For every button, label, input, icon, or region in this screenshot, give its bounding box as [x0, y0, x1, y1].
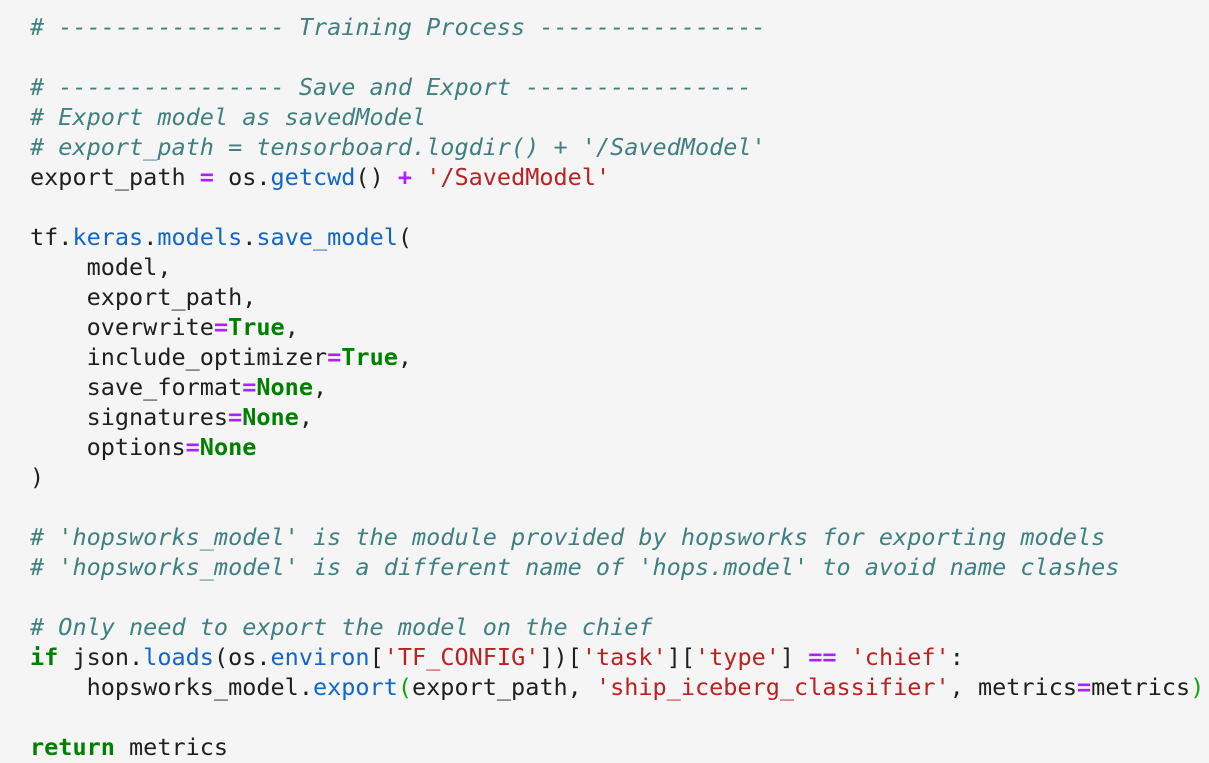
code-line — [30, 582, 1209, 612]
code-token-operator: = — [242, 373, 257, 401]
code-line — [30, 192, 1209, 222]
code-line: ) — [30, 462, 1209, 492]
code-line: save_format=None, — [30, 372, 1209, 402]
code-token-default: json. — [58, 643, 144, 671]
code-token-default: tf. — [30, 223, 73, 251]
code-token-operator: = — [1077, 673, 1092, 701]
code-token-default: ] — [779, 643, 809, 671]
code-token-default: overwrite — [30, 313, 214, 341]
code-token-default: , metrics — [949, 673, 1078, 701]
code-token-string: 'type' — [695, 643, 780, 671]
code-token-operator: = — [213, 313, 229, 341]
code-token-default — [837, 643, 851, 671]
code-token-default: ])[ — [539, 643, 582, 671]
code-token-comment: # Only need to export the model on the c… — [30, 613, 653, 641]
code-token-operator: = — [327, 343, 342, 371]
code-token-keyword: True — [228, 313, 285, 341]
code-token-default: save_format — [30, 373, 243, 401]
code-token-string: 'TF_CONFIG' — [383, 643, 540, 671]
code-token-default: include_optimizer — [30, 343, 328, 371]
code-token-default: export_path, — [30, 283, 257, 311]
code-line: if json.loads(os.environ['TF_CONFIG'])['… — [30, 642, 1209, 672]
code-token-default: signatures — [30, 403, 229, 431]
code-token-keyword: None — [242, 403, 299, 431]
code-token-default: () — [355, 163, 398, 191]
code-token-default: : — [949, 643, 964, 671]
code-line — [30, 702, 1209, 732]
code-token-comment: # ---------------- Save and Export -----… — [30, 73, 752, 101]
code-line: # Export model as savedModel — [30, 102, 1209, 132]
code-line — [30, 492, 1209, 522]
code-line: # ---------------- Save and Export -----… — [30, 72, 1209, 102]
code-token-string: 'ship_iceberg_classifier' — [595, 673, 950, 701]
code-token-default: ( — [397, 223, 413, 251]
code-line: model, — [30, 252, 1209, 282]
code-token-comment: # 'hopsworks_model' is a different name … — [30, 553, 1120, 581]
code-line: export_path, — [30, 282, 1209, 312]
code-token-default: ][ — [666, 643, 696, 671]
code-line: export_path = os.getcwd() + '/SavedModel… — [30, 162, 1209, 192]
code-line: options=None — [30, 432, 1209, 462]
code-line: return metrics — [30, 732, 1209, 762]
code-token-string: '/SavedModel' — [426, 163, 611, 191]
code-token-keyword: True — [341, 343, 398, 371]
code-token-property: models — [157, 223, 243, 251]
code-token-default: export_path — [30, 163, 200, 191]
code-token-string: 'chief' — [850, 643, 950, 671]
code-token-default: , — [397, 343, 413, 371]
code-token-default: options — [30, 433, 186, 461]
code-token-comment: # 'hopsworks_model' is the module provid… — [30, 523, 1106, 551]
code-line: signatures=None, — [30, 402, 1209, 432]
code-token-comment: # Export model as savedModel — [30, 103, 427, 131]
code-token-property: save_model — [256, 223, 398, 251]
code-token-operator: = — [185, 433, 200, 461]
code-line: # 'hopsworks_model' is the module provid… — [30, 522, 1209, 552]
code-token-default: export_path, — [412, 673, 596, 701]
code-token-comment: # export_path = tensorboard.logdir() + '… — [30, 133, 766, 161]
code-token-default: , — [284, 313, 299, 341]
code-token-operator: + — [397, 163, 413, 191]
code-token-keyword: if — [30, 643, 59, 671]
code-token-default: metrics — [1091, 673, 1191, 701]
code-token-default: . — [143, 223, 158, 251]
code-token-property: loads — [143, 643, 214, 671]
code-token-operator: = — [228, 403, 243, 431]
code-token-property: environ — [270, 643, 370, 671]
code-line: # ---------------- Training Process ----… — [30, 12, 1209, 42]
code-token-keyword: None — [256, 373, 313, 401]
code-token-default: os. — [213, 163, 271, 191]
code-token-default: . — [242, 223, 257, 251]
code-token-default: ) — [30, 463, 45, 491]
code-token-default: model, — [30, 253, 172, 281]
code-token-operator: == — [808, 643, 837, 671]
code-block: # ---------------- Training Process ----… — [30, 12, 1209, 762]
code-line: include_optimizer=True, — [30, 342, 1209, 372]
code-token-operator: = — [199, 163, 214, 191]
code-token-keyword: return — [30, 733, 115, 761]
code-token-property: getcwd — [270, 163, 356, 191]
code-token-default: metrics — [114, 733, 229, 761]
code-token-default: , — [312, 373, 328, 401]
code-line — [30, 42, 1209, 72]
code-token-bracket: ( — [397, 673, 413, 701]
code-token-string: 'task' — [581, 643, 667, 671]
code-token-property: keras — [72, 223, 144, 251]
code-token-property: export — [312, 673, 398, 701]
code-token-bracket: ) — [1190, 673, 1205, 701]
code-line: # export_path = tensorboard.logdir() + '… — [30, 132, 1209, 162]
code-token-default: [ — [369, 643, 384, 671]
code-line: tf.keras.models.save_model( — [30, 222, 1209, 252]
code-token-default: , — [298, 403, 313, 431]
code-line: # Only need to export the model on the c… — [30, 612, 1209, 642]
code-line: hopsworks_model.export(export_path, 'shi… — [30, 672, 1209, 702]
code-token-default: (os. — [213, 643, 271, 671]
code-line: overwrite=True, — [30, 312, 1209, 342]
code-token-default — [412, 163, 426, 191]
code-token-comment: # ---------------- Training Process ----… — [30, 13, 766, 41]
code-token-keyword: None — [199, 433, 257, 461]
code-line: # 'hopsworks_model' is a different name … — [30, 552, 1209, 582]
code-token-default: hopsworks_model. — [30, 673, 313, 701]
